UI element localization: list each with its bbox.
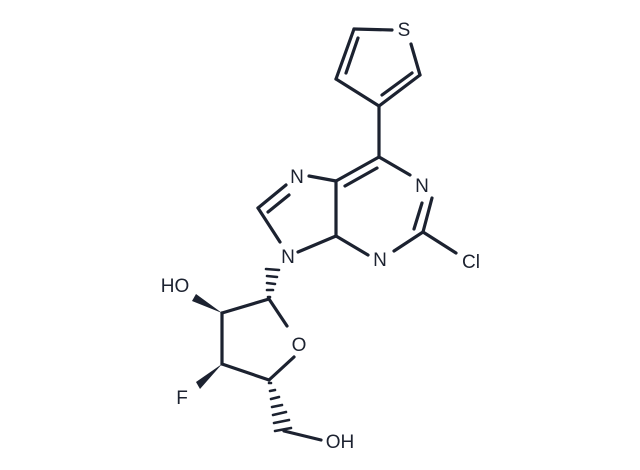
bond-c4-c5 xyxy=(377,73,422,108)
bond-ch2-oh xyxy=(282,429,323,442)
bond-n7-c8 xyxy=(256,183,288,210)
bond-c2-cl xyxy=(421,230,458,255)
bond-c4-c5-inner xyxy=(380,71,414,97)
bond-n7-c8-inner xyxy=(266,193,291,214)
bond-c5-n7 xyxy=(307,174,338,183)
hydroxyl-5-label: OH xyxy=(326,432,355,453)
hash-bond-ch2 xyxy=(267,381,293,433)
bonds xyxy=(220,27,458,442)
bond-s-c2 xyxy=(352,27,394,32)
bond-n1-c2-inner xyxy=(412,201,424,231)
sulfur-label: S xyxy=(398,20,411,41)
nitrogen-1-label: N xyxy=(415,176,429,197)
bond-c3-c4 xyxy=(334,77,381,108)
atom-labels: S N N N N Cl HO O F OH xyxy=(161,20,480,453)
nitrogen-7-label: N xyxy=(290,167,304,188)
bond-c2-n3 xyxy=(392,230,425,253)
bond-c2s-o xyxy=(267,297,289,328)
bond-c5-s xyxy=(409,42,422,77)
bond-c6-n1 xyxy=(377,155,412,177)
bond-o-c5s xyxy=(267,355,296,382)
wedge-bond-ho xyxy=(192,294,222,313)
bond-c5-c6 xyxy=(334,155,381,183)
chlorine-label: Cl xyxy=(462,252,480,273)
bond-c5-c6-inner xyxy=(343,166,379,188)
ring-oxygen-label: O xyxy=(292,335,307,356)
hydroxyl-2-label: HO xyxy=(161,276,190,297)
bond-n3-c4 xyxy=(334,234,370,257)
nitrogen-3-label: N xyxy=(373,250,387,271)
bond-n9-c4 xyxy=(296,234,338,254)
bond-c2-c3 xyxy=(334,27,356,81)
bond-c5s-c4s xyxy=(220,362,271,382)
fluorine-label: F xyxy=(176,388,188,409)
bond-n1-c2 xyxy=(421,196,434,234)
wedge-bond-f xyxy=(196,364,222,389)
bond-c2-c3-inner xyxy=(344,36,360,75)
bond-c3s-c2s xyxy=(220,297,271,315)
bond-c8-n9 xyxy=(256,206,282,244)
nitrogen-9-label: N xyxy=(281,247,295,268)
hash-bond-n9 xyxy=(264,267,281,299)
